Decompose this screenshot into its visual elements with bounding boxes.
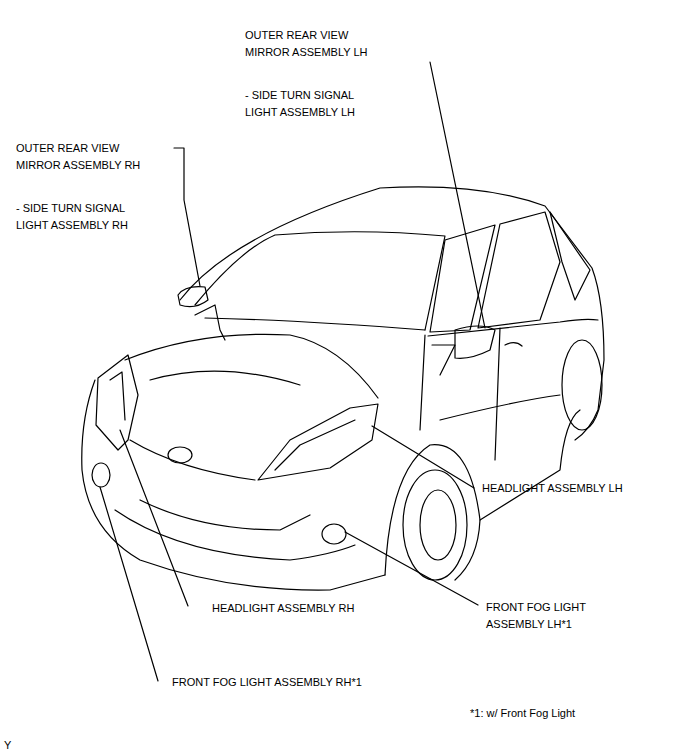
upper-grille xyxy=(130,440,255,480)
door-line xyxy=(420,335,425,430)
hood-edge xyxy=(125,334,378,398)
cowl-line xyxy=(205,318,425,330)
front-wheel-arch xyxy=(385,445,480,580)
leader-line xyxy=(120,430,188,606)
front-hub xyxy=(420,490,456,560)
mirror-bracket xyxy=(432,345,455,375)
lower-grille-top xyxy=(140,500,310,530)
rear-wheel xyxy=(562,340,602,430)
part-name: - SIDE TURN SIGNAL LIGHT ASSEMBLY LH xyxy=(245,87,380,121)
bumper-outline xyxy=(82,380,385,590)
headlight-rh xyxy=(96,355,138,450)
door-handle xyxy=(505,343,522,346)
front-wheel xyxy=(403,470,467,580)
part-name: FRONT FOG LIGHT ASSEMBLY LH*1 xyxy=(486,599,616,633)
leader-line xyxy=(345,532,478,605)
hood-crease xyxy=(150,371,300,385)
leader-line xyxy=(430,62,485,328)
headlight-detail xyxy=(110,372,125,420)
part-name: HEADLIGHT ASSEMBLY RH xyxy=(212,600,412,617)
leader-line xyxy=(174,148,200,286)
part-name: HEADLIGHT ASSEMBLY LH xyxy=(482,480,682,497)
rocker xyxy=(480,410,580,520)
mirror-lh xyxy=(455,326,495,358)
part-name: - SIDE TURN SIGNAL LIGHT ASSEMBLY RH xyxy=(16,200,151,234)
rear-door-window xyxy=(478,212,560,328)
fog-light-lh xyxy=(322,524,346,544)
part-name: OUTER REAR VIEW MIRROR ASSEMBLY LH xyxy=(245,27,380,61)
side-crease xyxy=(440,395,560,420)
footnote: *1: w/ Front Fog Light xyxy=(470,705,670,722)
headlight-detail xyxy=(275,420,355,470)
front-door-window xyxy=(430,225,495,332)
emblem xyxy=(168,447,192,463)
leader-line xyxy=(100,487,158,681)
part-name: OUTER REAR VIEW MIRROR ASSEMBLY RH xyxy=(16,140,151,174)
lower-grille xyxy=(115,510,355,560)
belt-line xyxy=(428,319,598,336)
door-line xyxy=(495,328,500,460)
leader-line xyxy=(372,426,474,488)
fog-light-rh xyxy=(92,463,110,487)
body-outline xyxy=(180,187,604,440)
quarter-window xyxy=(550,212,590,300)
figure-code: Y xyxy=(4,737,24,754)
mirror-bracket xyxy=(195,305,225,340)
mirror-rh xyxy=(178,287,208,307)
windshield xyxy=(195,232,445,330)
headlight-lh xyxy=(258,404,378,480)
part-name: FRONT FOG LIGHT ASSEMBLY RH*1 xyxy=(172,674,422,691)
